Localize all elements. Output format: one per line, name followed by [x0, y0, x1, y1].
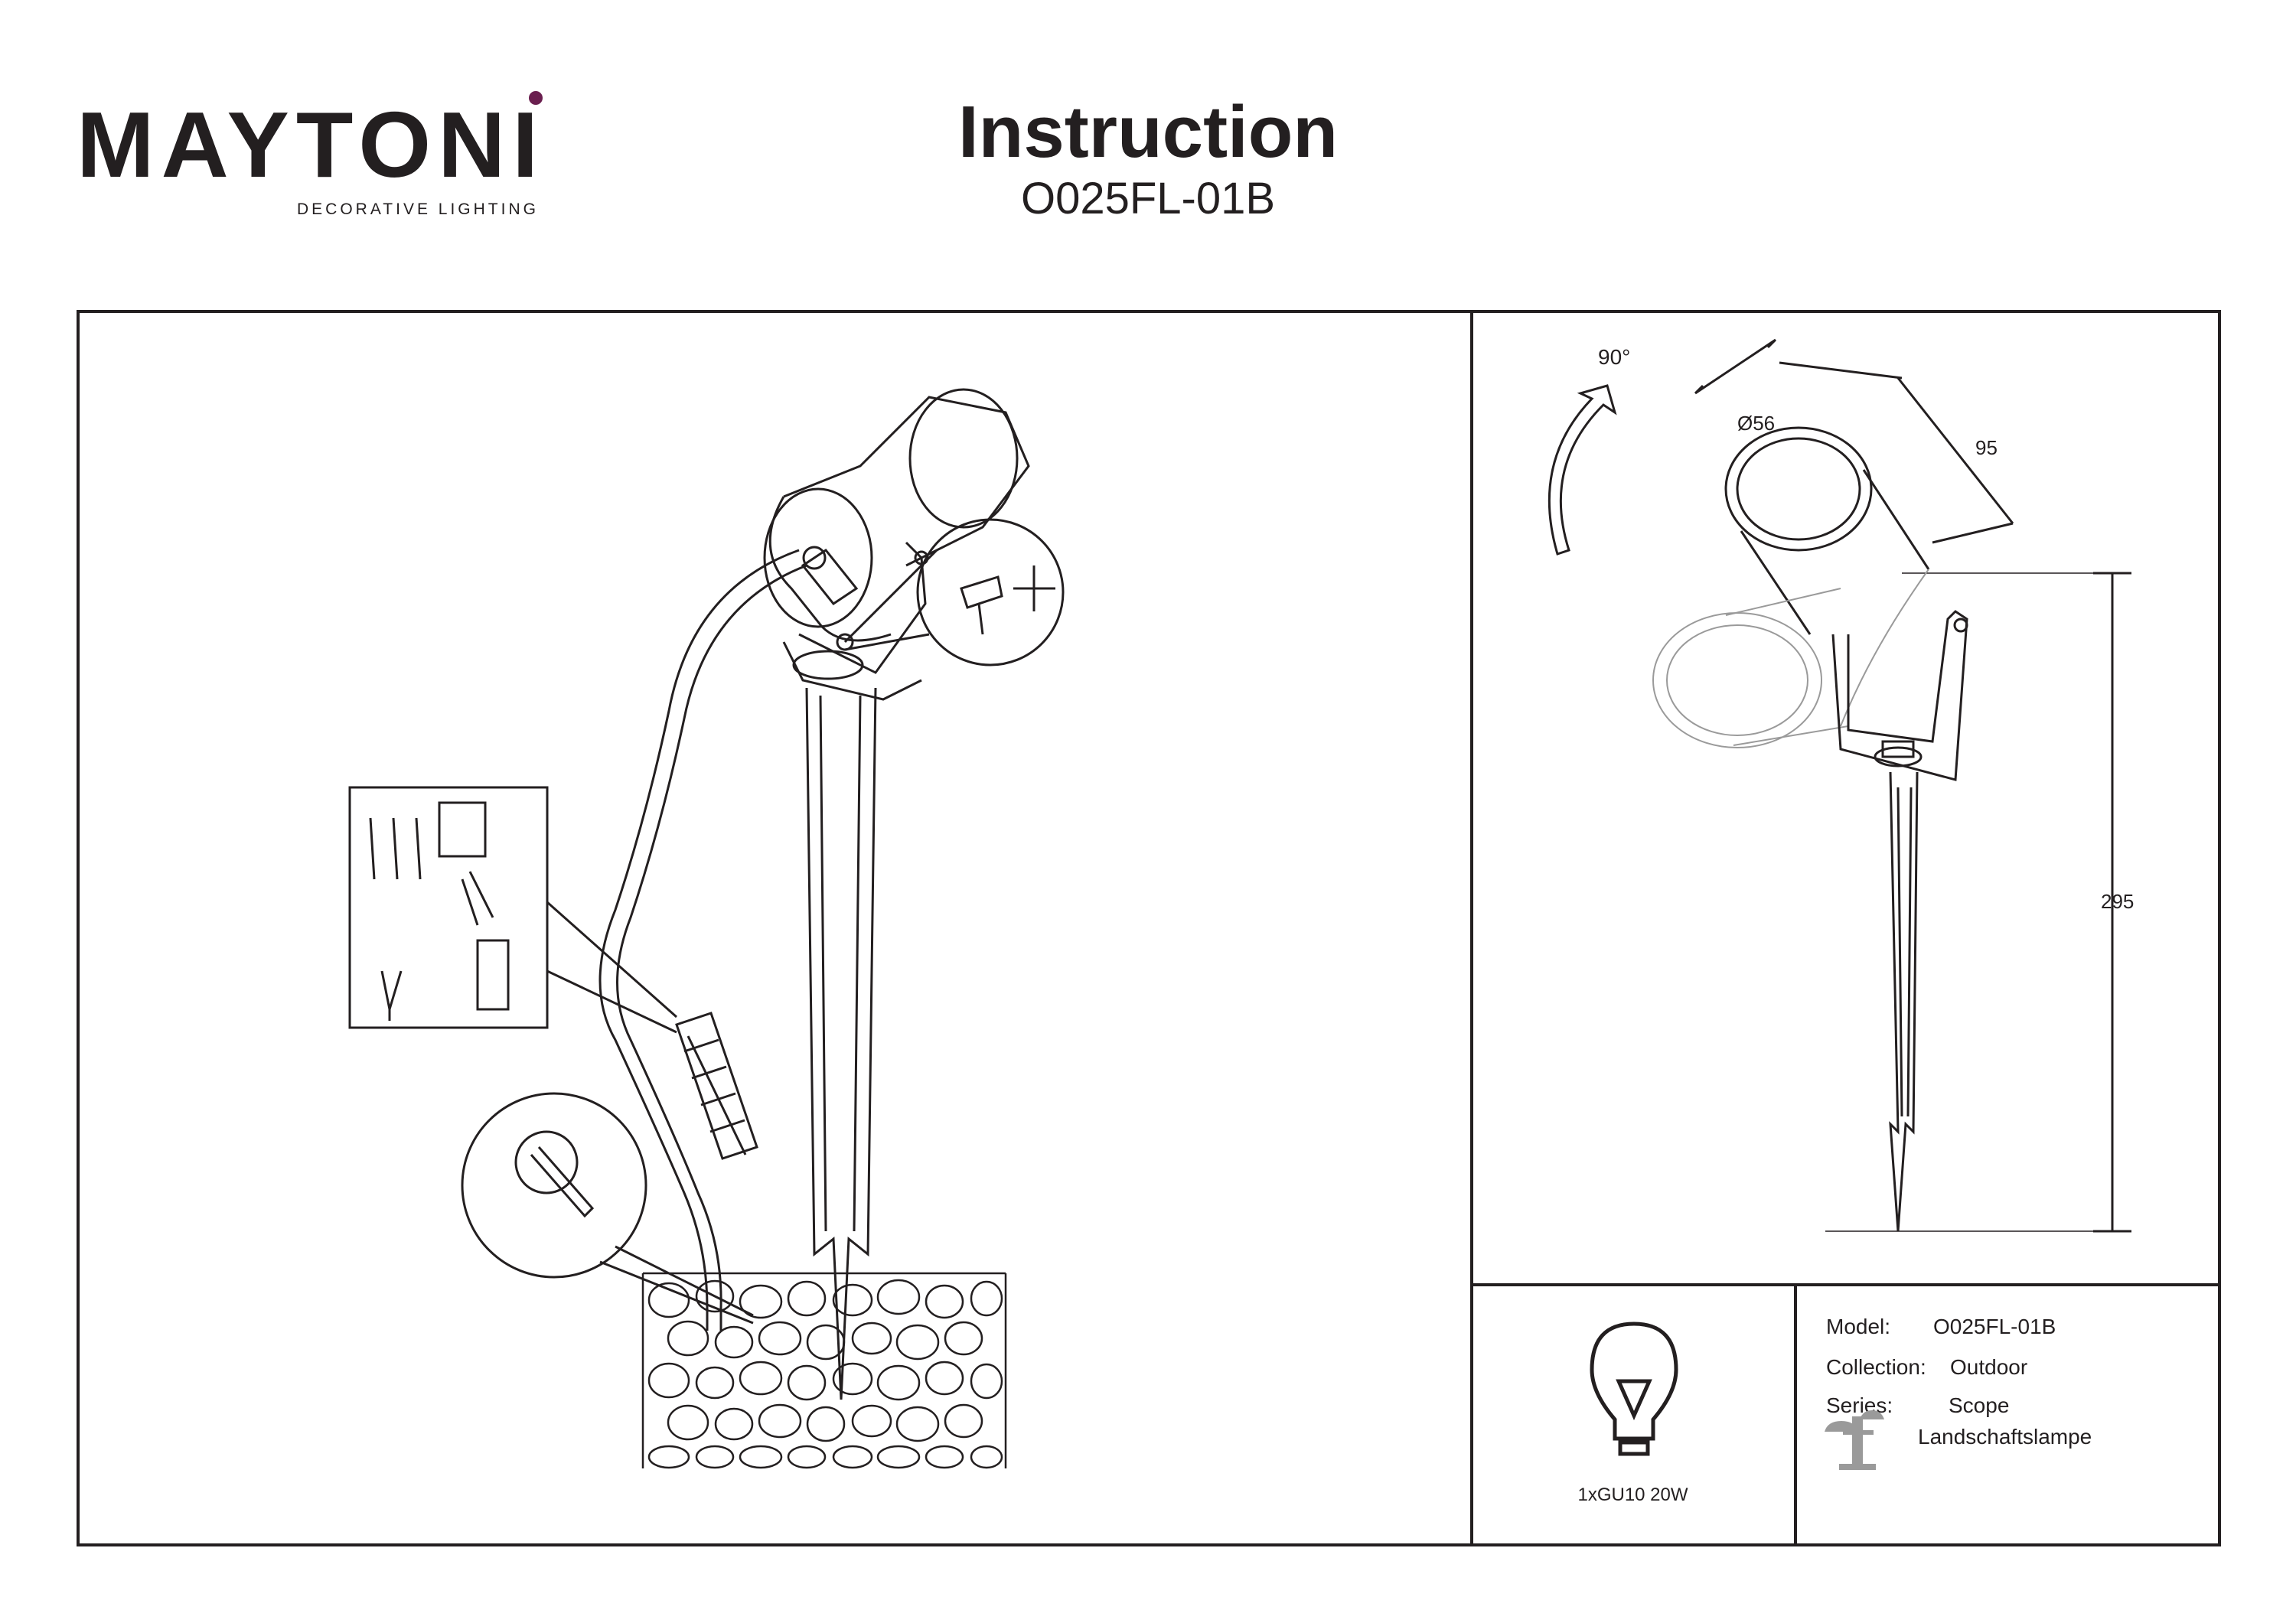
- cable-connector: [675, 1012, 758, 1160]
- dimension-drawing: 90° Ø56 95 295: [1548, 338, 2134, 1233]
- soil-block: [641, 1272, 1007, 1469]
- bulb-label: 1xGU10 20W: [1577, 1484, 1688, 1505]
- drill-detail-callout: [461, 1092, 754, 1325]
- spec-collection-label: Collection:: [1826, 1355, 1926, 1379]
- lamp-head-upright: [1724, 426, 1930, 635]
- wiring-detail-box: [348, 786, 677, 1034]
- ground-spike: [805, 687, 877, 1400]
- lamp-head-tilted: [1652, 569, 1929, 748]
- brand-tagline: DECORATIVE LIGHTING: [297, 200, 539, 218]
- spec-table: Model: O025FL-01B Collection: Outdoor Se…: [1825, 1315, 2092, 1470]
- model-code: O025FL-01B: [1020, 174, 1276, 223]
- diameter-dimension-line: [1694, 338, 1777, 395]
- spec-series-value: Scope: [1949, 1393, 2009, 1417]
- page-title: Instruction: [958, 91, 1338, 173]
- spec-collection-value: Outdoor: [1950, 1355, 2027, 1379]
- diameter-label: Ø56: [1737, 412, 1775, 435]
- frame-divider-vertical: [1470, 310, 1473, 1546]
- spec-model-value: O025FL-01B: [1933, 1315, 2056, 1338]
- brand-logo: MAYTONI: [77, 93, 546, 197]
- height-label: 295: [2101, 890, 2134, 913]
- rotation-arrow-icon: [1548, 384, 1617, 556]
- frame-divider-horizontal: [1470, 1283, 2221, 1286]
- spec-series-label: Series:: [1826, 1393, 1893, 1417]
- logo-dot: [529, 91, 543, 105]
- power-cable: [598, 549, 807, 1331]
- bulb-icon: [1590, 1322, 1678, 1456]
- spec-type-value: Landschaftslampe: [1918, 1425, 2092, 1449]
- installation-drawing: [348, 388, 1065, 1469]
- drawing-frame: [77, 310, 2221, 1546]
- spec-model-label: Model:: [1826, 1315, 1890, 1338]
- screw-detail-callout: [843, 518, 1065, 666]
- lamp-housing: [763, 388, 1030, 701]
- spike: [1889, 771, 1919, 1232]
- length-dimension-line: [1896, 377, 2014, 524]
- bracket: [1831, 610, 1968, 781]
- length-label: 95: [1975, 436, 1998, 459]
- spec-divider-vertical: [1794, 1283, 1797, 1546]
- rotation-label: 90°: [1598, 345, 1630, 369]
- garden-lamp-icon: [1825, 1410, 1884, 1470]
